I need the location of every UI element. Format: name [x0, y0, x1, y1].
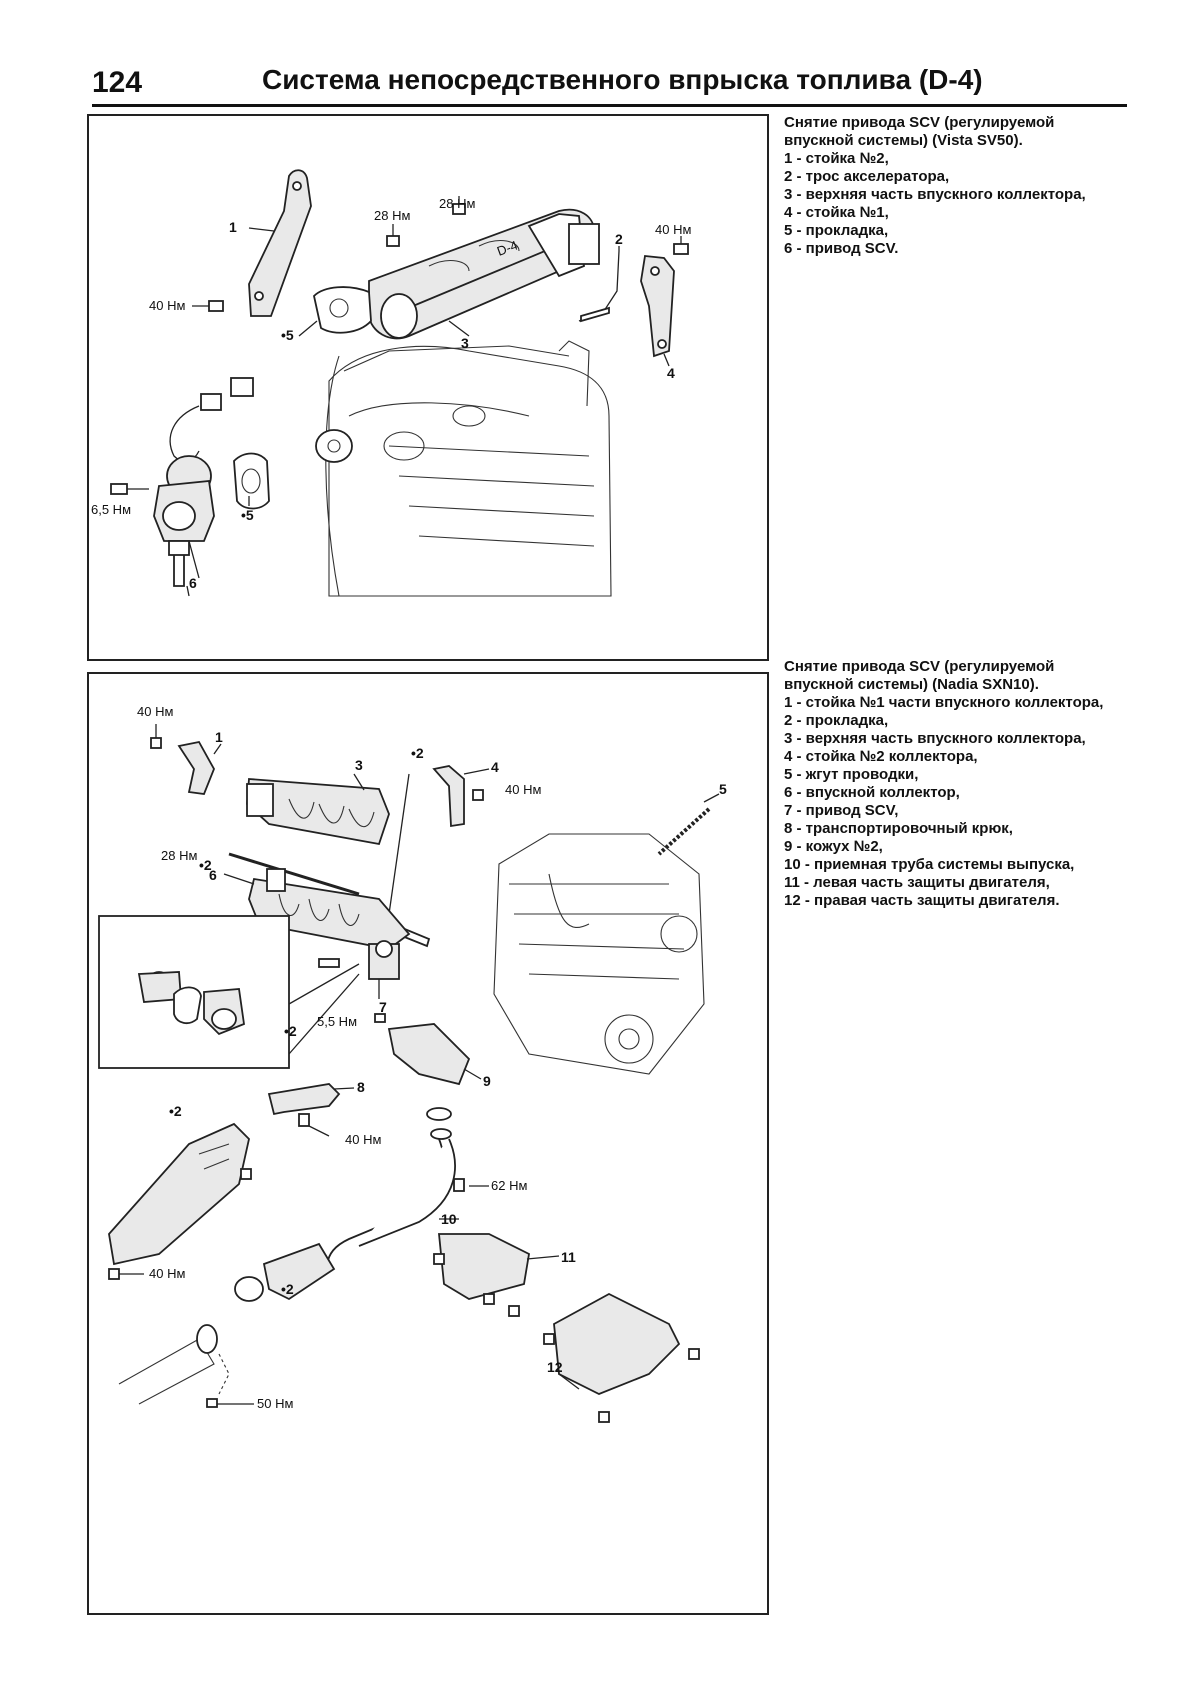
torque-40b: 40 Нм: [655, 222, 691, 237]
callout-9: 9: [483, 1073, 491, 1089]
caption-item: 5 - прокладка,: [784, 222, 889, 239]
torque-5-5: 5,5 Нм: [317, 1014, 357, 1029]
torque-28a: 28 Нм: [374, 208, 410, 223]
engine-block-drawing: [493, 833, 705, 1075]
callout-2: 2: [615, 231, 623, 247]
caption-item: 6 - привод SCV.: [784, 240, 899, 257]
caption-item: 2 - прокладка,: [784, 712, 889, 729]
caption-item: 8 - транспортировочный крюк,: [784, 820, 1013, 837]
d4-emblem: D-4: [495, 238, 520, 259]
part-12-right-engine-shield: [543, 1292, 700, 1423]
part-2-accelerator-cable: [578, 250, 620, 323]
diagram-nadia-sxn10: 1 •2 •2 •2 •2 •2 3 4 5 6 7 8 9 10 11 12 …: [98, 704, 727, 1423]
callout-2d: •2: [284, 1023, 297, 1039]
page-header: 124 Система непосредственного впрыска то…: [92, 62, 1132, 107]
caption-item: 6 - впускной коллектор,: [784, 784, 960, 801]
part-10-exhaust-front-pipe: [234, 1107, 489, 1302]
figure-nadia-sxn10: 1 •2 •2 •2 •2 •2 3 4 5 6 7 8 9 10 11 12 …: [87, 672, 769, 1615]
caption-item: 2 - трос акселератора,: [784, 168, 950, 185]
torque-50: 50 Нм: [257, 1396, 293, 1411]
callout-12: 12: [547, 1359, 563, 1375]
callout-2a: •2: [199, 857, 212, 873]
caption-nadia-sxn10: Снятие привода SCV (регулируемой впускно…: [784, 658, 1124, 910]
throttle-body-drawing: [315, 429, 353, 463]
caption-vista-sv50: Снятие привода SCV (регулируемой впускно…: [784, 114, 1124, 258]
engine-under-shield-left: [108, 1122, 252, 1280]
callout-1: 1: [215, 729, 223, 745]
callout-4: 4: [667, 365, 675, 381]
torque-40a: 40 Нм: [149, 298, 185, 313]
part-4-bracket-no1: [640, 255, 675, 358]
inset-scv-detail: [98, 915, 290, 1069]
callout-2c: •2: [169, 1103, 182, 1119]
callout-6: 6: [209, 867, 217, 883]
figure-vista-sv50: D-4: [87, 114, 769, 661]
part-9-cover-no2: [374, 1013, 482, 1086]
caption-item: 7 - привод SCV,: [784, 802, 899, 819]
callout-3: 3: [355, 757, 363, 773]
caption-item: 9 - кожух №2,: [784, 838, 883, 855]
caption-item: 12 - правая часть защиты двигателя.: [784, 892, 1060, 909]
page-title: Система непосредственного впрыска топлив…: [262, 64, 983, 95]
callout-6: 6: [189, 575, 197, 591]
part-3-upper-intake-manifold: [246, 773, 390, 846]
callout-5: 5: [719, 781, 727, 797]
callout-2e: •2: [281, 1281, 294, 1297]
diagram-vista-sv50: D-4: [91, 169, 691, 597]
callout-11: 11: [561, 1249, 576, 1265]
part-1-bracket-no2: [248, 169, 312, 317]
callout-5a: •5: [281, 327, 294, 343]
callout-10: 10: [441, 1211, 457, 1227]
bolts-and-leaders: [110, 196, 689, 579]
caption-item: 1 - стойка №2,: [784, 150, 889, 167]
part-11-left-engine-shield: [433, 1233, 560, 1317]
caption-title: Снятие привода SCV (регулируемой впускно…: [784, 658, 1055, 693]
engine-block-drawing: [325, 340, 612, 597]
torque-40b: 40 Нм: [505, 782, 541, 797]
torque-28: 28 Нм: [161, 848, 197, 863]
torque-40c: 40 Нм: [345, 1132, 381, 1147]
exhaust-rear-pipe: [118, 1324, 254, 1408]
callout-3: 3: [461, 335, 469, 351]
caption-item: 10 - приемная труба системы выпуска,: [784, 856, 1075, 873]
callout-8: 8: [357, 1079, 365, 1095]
torque-40a: 40 Нм: [137, 704, 173, 719]
part-4-manifold-stay-no2: [432, 765, 490, 828]
part-8-lifting-hook: [267, 1083, 355, 1137]
caption-title: Снятие привода SCV (регулируемой впускно…: [784, 114, 1055, 149]
torque-6-5: 6,5 Нм: [91, 502, 131, 517]
callout-1: 1: [229, 219, 237, 235]
part-1-manifold-stay: [150, 724, 222, 795]
callout-5b: •5: [241, 507, 254, 523]
caption-item: 4 - стойка №2 коллектора,: [784, 748, 978, 765]
callout-7: 7: [379, 999, 387, 1015]
caption-item: 3 - верхняя часть впускного коллектора,: [784, 730, 1086, 747]
torque-40d: 40 Нм: [149, 1266, 185, 1281]
torque-28b: 28 Нм: [439, 196, 475, 211]
caption-list: 1 - стойка №2, 2 - трос акселератора, 3 …: [784, 150, 1124, 258]
part-5-gasket-top: [313, 286, 372, 334]
part-3-upper-intake-manifold: D-4: [368, 208, 600, 340]
callout-2b: •2: [411, 745, 424, 761]
page-number: 124: [92, 66, 143, 99]
caption-item: 4 - стойка №1,: [784, 204, 889, 221]
callout-4: 4: [491, 759, 499, 775]
part-5-gasket-lower: [233, 452, 270, 510]
torque-62: 62 Нм: [491, 1178, 527, 1193]
caption-item: 5 - жгут проводки,: [784, 766, 919, 783]
part-5-wiring-harness: [657, 793, 720, 856]
caption-item: 3 - верхняя часть впускного коллектора,: [784, 186, 1086, 203]
header-rule: [92, 104, 1127, 107]
caption-list: 1 - стойка №1 части впускного коллектора…: [784, 694, 1124, 910]
part-6-scv-actuator: [153, 377, 254, 597]
caption-item: 1 - стойка №1 части впускного коллектора…: [784, 694, 1104, 711]
caption-item: 11 - левая часть защиты двигателя,: [784, 874, 1050, 891]
